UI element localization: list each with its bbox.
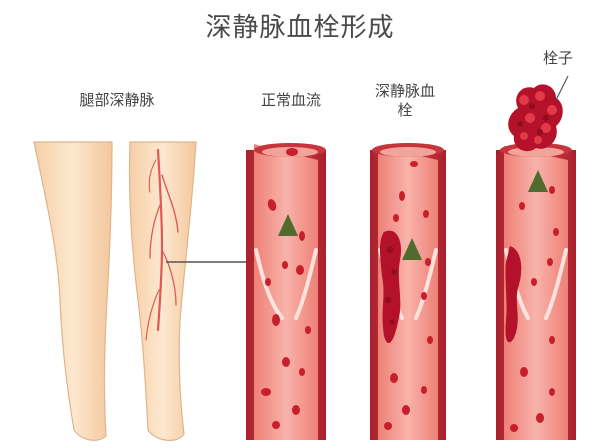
label-deep-vein-thrombosis: 深静脉血栓 [374,82,435,119]
embolus-pointer [555,75,569,101]
thrombus [380,230,402,344]
vessel-embolus [496,75,576,440]
embolus-blob [508,84,563,152]
leg-veins [145,148,179,341]
label-leg-deep-vein: 腿部深静脉 [79,91,155,109]
legs [33,141,246,441]
left-leg [33,141,113,441]
right-leg [128,141,197,441]
label-embolus: 栓子 [542,49,573,67]
diagram-title: 深静脉血栓形成 [205,13,395,43]
label-normal-flow: 正常血流 [260,91,321,109]
vessel-thrombosis [370,143,446,440]
vessel-normal [246,143,326,440]
